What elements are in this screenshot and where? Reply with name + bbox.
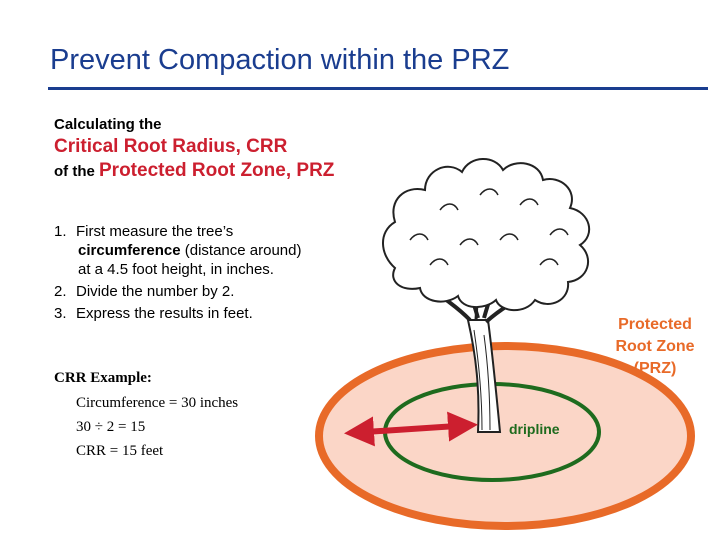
example-heading: CRR Example: (54, 370, 152, 386)
step-1-continued: circumference (distance around) (54, 241, 301, 260)
example-row: 30 ÷ 2 = 15 (76, 419, 146, 435)
prz-label-line: Protected (618, 316, 692, 333)
step-text: (distance around) (184, 242, 302, 259)
step-2: 2. Divide the number by 2. (54, 282, 301, 301)
step-1: 1. First measure the tree’s circumference… (54, 222, 301, 279)
prz-label-line: Root Zone (615, 338, 695, 355)
steps-list: 1. First measure the tree’s circumference… (54, 222, 301, 326)
step-bold-term: circumference (78, 242, 181, 259)
step-text: Divide the number by 2. (76, 283, 235, 300)
step-number: 3. (54, 305, 67, 322)
calc-line-2: Critical Root Radius, CRR (54, 136, 288, 157)
calc-line-3: of the Protected Root Zone, PRZ (54, 160, 334, 182)
step-number: 2. (54, 283, 67, 300)
example-row: CRR = 15 feet (76, 443, 164, 459)
radius-arrow (344, 411, 478, 447)
tree-icon (382, 158, 591, 433)
example-row: Circumference = 30 inches (76, 395, 239, 411)
calc-line-1: Calculating the (54, 116, 162, 133)
calc-line-3-emphasis: Protected Root Zone, PRZ (99, 160, 335, 181)
step-text: at a 4.5 foot height, in inches. (78, 261, 274, 278)
title-underline (48, 87, 708, 90)
step-text: Express the results in feet. (76, 305, 253, 322)
dripline-label: dripline (509, 421, 560, 437)
slide-title: Prevent Compaction within the PRZ (50, 44, 510, 76)
crr-example: CRR Example: Circumference = 30 inches 3… (54, 370, 238, 467)
calc-line-3-prefix: of the (54, 163, 95, 180)
calc-heading: Calculating the Critical Root Radius, CR… (54, 116, 334, 182)
prz-label: Protected Root Zone (PRZ) (600, 314, 710, 380)
step-3: 3. Express the results in feet. (54, 304, 301, 323)
step-number: 1. (54, 223, 67, 240)
prz-zone-ellipse (315, 342, 695, 530)
prz-label-line: (PRZ) (633, 360, 677, 377)
step-text: First measure the tree’s (76, 223, 234, 240)
